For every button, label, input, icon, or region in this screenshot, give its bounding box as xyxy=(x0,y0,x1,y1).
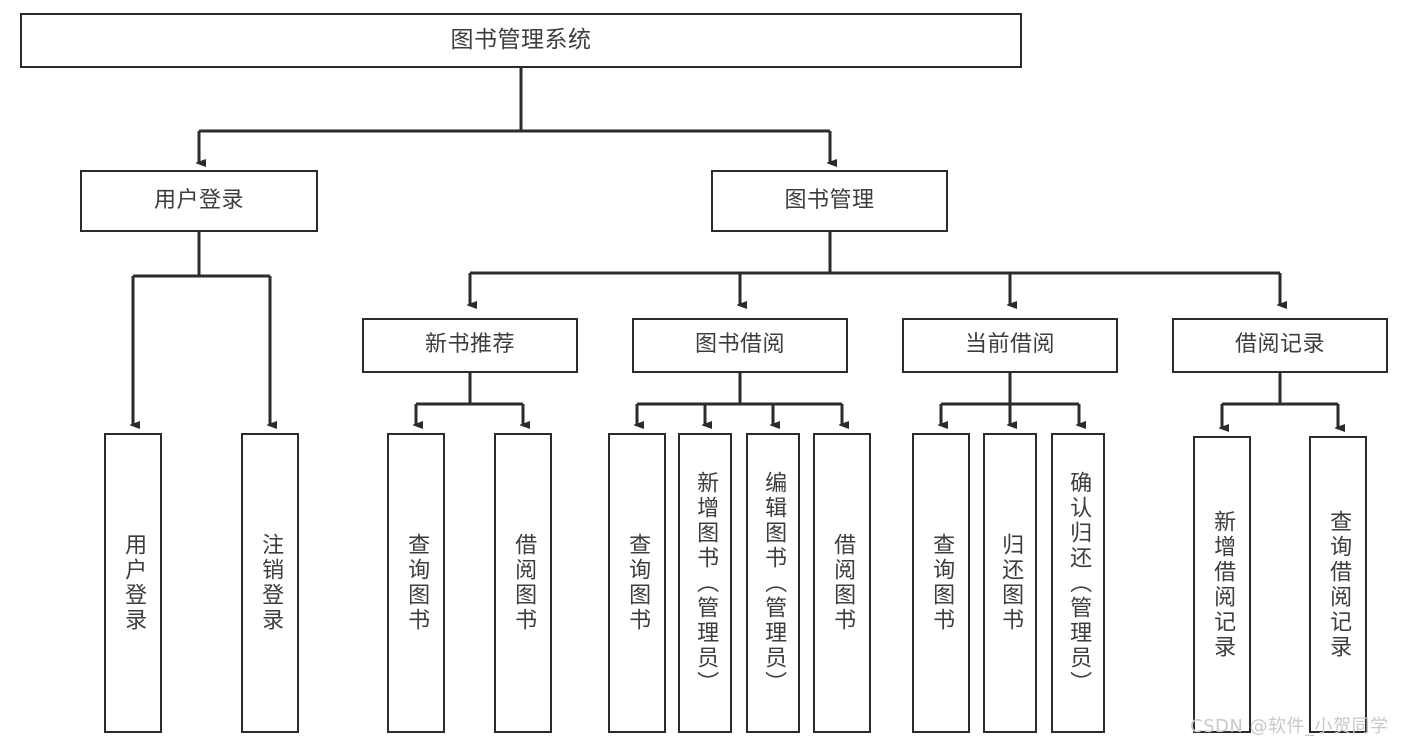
node-root-book-management-system[interactable]: 图书管理系统 xyxy=(20,13,1022,68)
leaf-book-borrow-borrow-books[interactable]: 借阅图书 xyxy=(813,433,871,733)
node-book-borrowing[interactable]: 图书借阅 xyxy=(632,318,848,373)
leaf-current-borrow-query-books[interactable]: 查询图书 xyxy=(912,433,970,733)
node-label: 新增图书（管理员） xyxy=(693,470,719,696)
node-label: 新书推荐 xyxy=(424,332,515,358)
node-label: 用户登录 xyxy=(153,187,244,213)
node-label: 新增借阅记录 xyxy=(1210,509,1236,660)
leaf-book-borrow-add-book-admin[interactable]: 新增图书（管理员） xyxy=(678,433,732,733)
leaf-book-borrow-query-books[interactable]: 查询图书 xyxy=(608,433,666,733)
node-label: 注销登录 xyxy=(258,533,284,633)
node-label: 当前借阅 xyxy=(964,332,1055,358)
node-borrowing-record[interactable]: 借阅记录 xyxy=(1172,318,1388,373)
leaf-borrow-record-add-record[interactable]: 新增借阅记录 xyxy=(1193,436,1251,733)
leaf-new-book-borrow-books[interactable]: 借阅图书 xyxy=(494,433,552,733)
node-label: 查询借阅记录 xyxy=(1326,509,1352,660)
node-book-management[interactable]: 图书管理 xyxy=(711,170,948,232)
node-label: 图书借阅 xyxy=(694,332,785,358)
node-label: 确认归还（管理员） xyxy=(1066,470,1092,696)
node-label: 查询图书 xyxy=(929,533,955,633)
leaf-current-borrow-confirm-return-admin[interactable]: 确认归还（管理员） xyxy=(1051,433,1105,733)
node-label: 归还图书 xyxy=(998,533,1024,633)
node-label: 图书管理系统 xyxy=(450,26,592,53)
node-label: 编辑图书（管理员） xyxy=(761,470,787,696)
node-new-book-recommendation[interactable]: 新书推荐 xyxy=(362,318,578,373)
node-label: 图书管理 xyxy=(784,187,875,213)
leaf-user-login-login[interactable]: 用户登录 xyxy=(104,433,162,733)
leaf-user-login-logout[interactable]: 注销登录 xyxy=(241,433,299,733)
node-label: 借阅图书 xyxy=(830,533,856,633)
node-current-borrowing[interactable]: 当前借阅 xyxy=(902,318,1118,373)
node-label: 查询图书 xyxy=(404,533,430,633)
node-label: 查询图书 xyxy=(625,533,651,633)
csdn-watermark: CSDN @软件_小贺同学 xyxy=(1190,716,1389,737)
node-label: 借阅图书 xyxy=(511,533,537,633)
node-label: 用户登录 xyxy=(121,533,147,633)
leaf-borrow-record-query-record[interactable]: 查询借阅记录 xyxy=(1309,436,1367,733)
leaf-current-borrow-return-books[interactable]: 归还图书 xyxy=(983,433,1037,733)
node-user-login[interactable]: 用户登录 xyxy=(80,170,318,232)
leaf-book-borrow-edit-book-admin[interactable]: 编辑图书（管理员） xyxy=(746,433,800,733)
node-label: 借阅记录 xyxy=(1234,332,1325,358)
leaf-new-book-query-books[interactable]: 查询图书 xyxy=(387,433,445,733)
